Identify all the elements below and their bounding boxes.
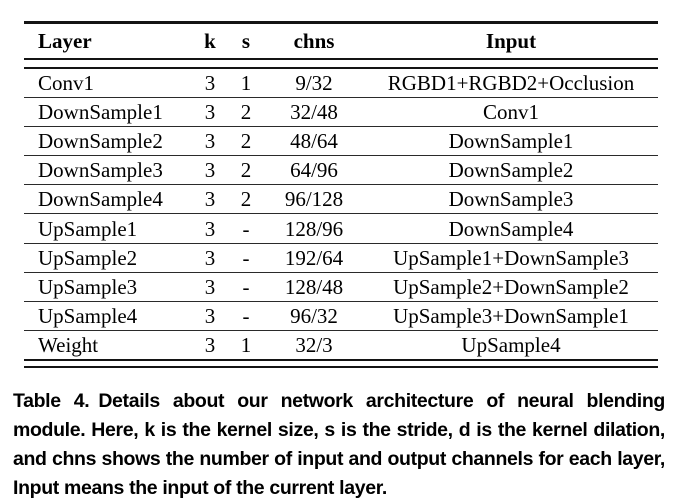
cell-layer: DownSample1	[38, 100, 163, 125]
cell-layer: DownSample4	[38, 187, 163, 212]
header-cell-input: Input	[485, 29, 537, 53]
cell-s: -	[242, 303, 250, 328]
cell-chns: 32/48	[290, 100, 338, 125]
table-top-rule	[24, 21, 658, 24]
table-row: Conv1 3 1 9/32 RGBD1+RGBD2+Occlusion	[24, 69, 658, 97]
caption-label: Table 4.	[13, 390, 90, 412]
header-cell-chns: chns	[293, 29, 335, 53]
cell-s: 1	[240, 71, 252, 96]
cell-k: 3	[204, 274, 216, 299]
header-cell-s: s	[241, 29, 251, 53]
cell-s: 2	[240, 129, 252, 154]
cell-input: DownSample4	[448, 216, 574, 241]
cell-chns: 128/48	[284, 274, 344, 299]
table-bottom-rule	[24, 358, 658, 368]
header-cell-layer: Layer	[38, 29, 92, 53]
table-row: UpSample3 3 - 128/48 UpSample2+DownSampl…	[24, 271, 658, 301]
cell-k: 3	[204, 158, 216, 183]
table-body: Conv1 3 1 9/32 RGBD1+RGBD2+Occlusion Dow…	[24, 69, 658, 359]
cell-chns: 96/32	[290, 303, 338, 328]
cell-layer: DownSample2	[38, 129, 163, 154]
cell-layer: DownSample3	[38, 158, 163, 183]
cell-input: DownSample2	[448, 158, 574, 183]
cell-layer: UpSample2	[38, 245, 138, 270]
caption-text: Details about our network architecture o…	[13, 390, 665, 499]
cell-s: -	[242, 274, 250, 299]
cell-k: 3	[204, 332, 216, 357]
header-cell-k: k	[204, 29, 216, 53]
cell-input: UpSample2+DownSample2	[393, 274, 629, 299]
cell-k: 3	[204, 245, 216, 270]
cell-chns: 48/64	[290, 129, 338, 154]
cell-s: -	[242, 216, 250, 241]
table-row: DownSample3 3 2 64/96 DownSample2	[24, 155, 658, 184]
cell-chns: 64/96	[290, 158, 338, 183]
table-row: UpSample4 3 - 96/32 UpSample3+DownSample…	[24, 300, 658, 330]
cell-s: -	[242, 245, 250, 270]
table-row: Weight 3 1 32/3 UpSample4	[24, 329, 658, 359]
cell-chns: 128/96	[284, 216, 344, 241]
cell-input: UpSample4	[461, 332, 561, 357]
table-header-row: Layer k s chns Input	[24, 24, 658, 58]
table-caption: Table 4.Details about our network archit…	[13, 387, 665, 503]
cell-k: 3	[204, 71, 216, 96]
cell-chns: 192/64	[284, 245, 344, 270]
header-double-rule	[24, 58, 658, 69]
cell-layer: UpSample4	[38, 303, 138, 328]
table-row: DownSample4 3 2 96/128 DownSample3	[24, 184, 658, 213]
cell-input: DownSample1	[448, 129, 574, 154]
cell-s: 2	[240, 187, 252, 212]
cell-input: UpSample3+DownSample1	[393, 303, 629, 328]
cell-k: 3	[204, 216, 216, 241]
table-row: UpSample2 3 - 192/64 UpSample1+DownSampl…	[24, 242, 658, 272]
cell-chns: 32/3	[295, 332, 333, 357]
cell-input: UpSample1+DownSample3	[393, 245, 629, 270]
cell-k: 3	[204, 187, 216, 212]
cell-k: 3	[204, 100, 216, 125]
cell-chns: 96/128	[284, 187, 344, 212]
cell-layer: UpSample3	[38, 274, 138, 299]
cell-s: 2	[240, 100, 252, 125]
cell-layer: Weight	[38, 332, 99, 357]
network-architecture-table: Layer k s chns Input Conv1 3 1 9/32 RGBD…	[24, 21, 658, 368]
table-row: UpSample1 3 - 128/96 DownSample4	[24, 213, 658, 242]
cell-input: DownSample3	[448, 187, 574, 212]
table-row: DownSample2 3 2 48/64 DownSample1	[24, 126, 658, 155]
cell-s: 2	[240, 158, 252, 183]
cell-k: 3	[204, 303, 216, 328]
cell-input: Conv1	[482, 100, 539, 125]
cell-layer: Conv1	[38, 71, 95, 96]
cell-input: RGBD1+RGBD2+Occlusion	[387, 71, 635, 96]
cell-layer: UpSample1	[38, 216, 138, 241]
cell-chns: 9/32	[295, 71, 333, 96]
cell-k: 3	[204, 129, 216, 154]
table-row: DownSample1 3 2 32/48 Conv1	[24, 97, 658, 126]
cell-s: 1	[240, 332, 252, 357]
